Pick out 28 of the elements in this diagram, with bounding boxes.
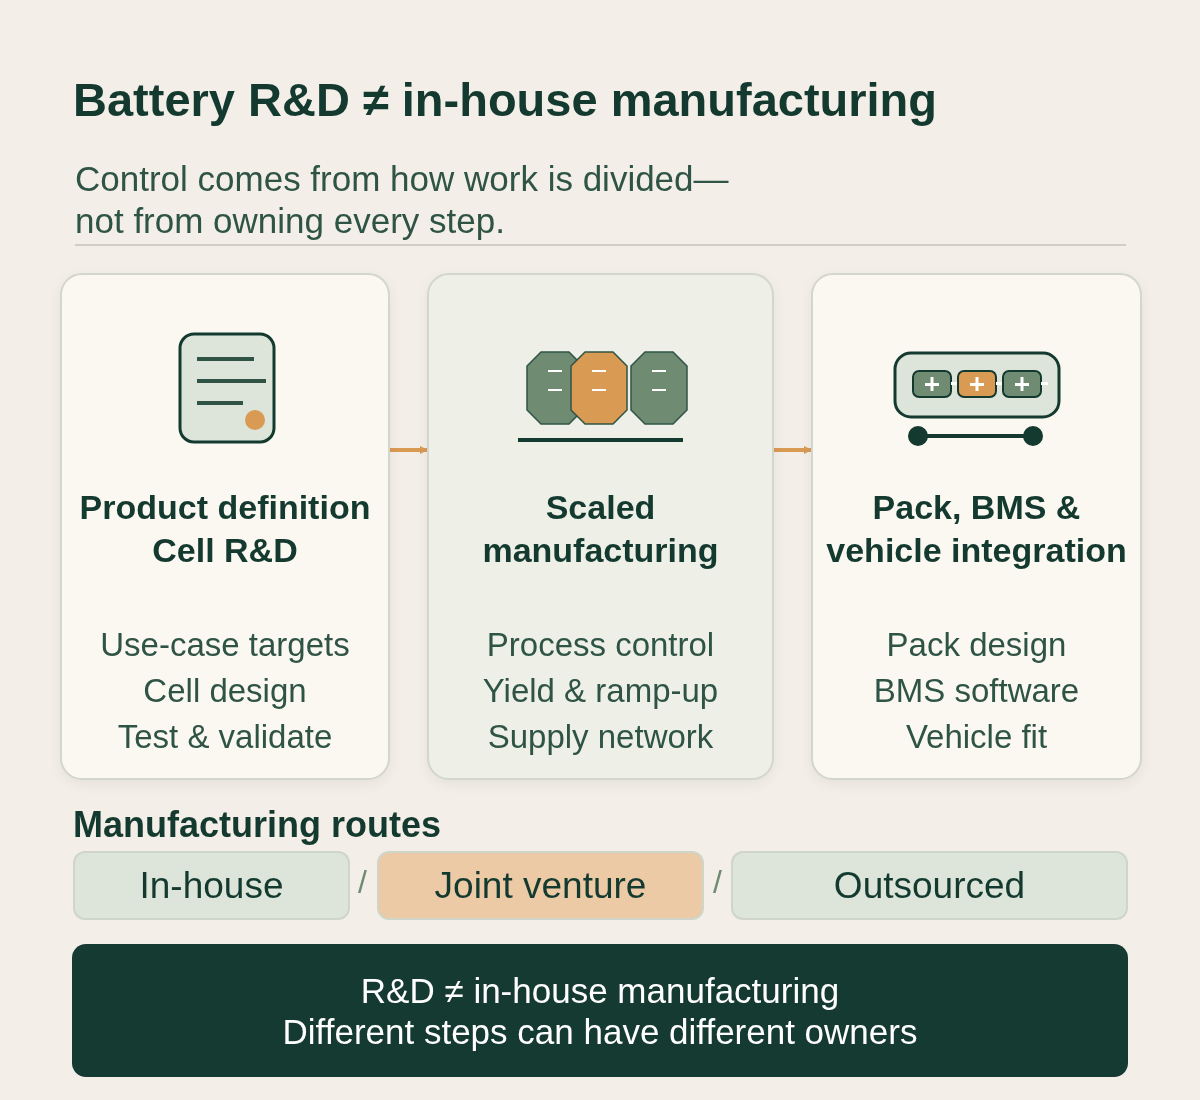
card-heading: Product definition Cell R&D: [78, 487, 372, 571]
title: Battery R&D ≠ in-house manufacturing: [73, 72, 938, 127]
card-item: Pack design: [885, 625, 1068, 665]
card-item: Yield & ramp-up: [481, 671, 720, 711]
card-item: BMS software: [872, 671, 1081, 711]
step-card: [60, 273, 390, 780]
banner-text: R&D ≠ in-house manufacturing: [360, 969, 840, 1011]
section-heading: Manufacturing routes: [73, 804, 441, 846]
step-card: [427, 273, 774, 780]
card-heading: Pack, BMS & vehicle integration: [825, 487, 1128, 571]
route-pill: In-house: [73, 851, 350, 920]
card-item: Cell design: [142, 671, 308, 711]
subtitle: Control comes from how work is divided— not from owning every step.: [75, 158, 730, 242]
summary-banner: [72, 944, 1128, 1077]
arrow: [390, 446, 428, 454]
card-item: Process control: [485, 625, 716, 665]
separator: /: [358, 864, 367, 901]
banner-text: Different steps can have different owners: [282, 1010, 918, 1052]
card-item: Vehicle fit: [904, 717, 1049, 757]
card-item: Supply network: [486, 717, 715, 757]
route-pill: Outsourced: [731, 851, 1128, 920]
route-pill: Joint venture: [377, 851, 704, 920]
arrow: [774, 446, 812, 454]
separator: /: [713, 864, 722, 901]
step-card: [811, 273, 1142, 780]
card-item: Use-case targets: [99, 625, 351, 665]
card-item: Test & validate: [116, 717, 334, 757]
card-heading: Scaled manufacturing: [481, 487, 720, 571]
